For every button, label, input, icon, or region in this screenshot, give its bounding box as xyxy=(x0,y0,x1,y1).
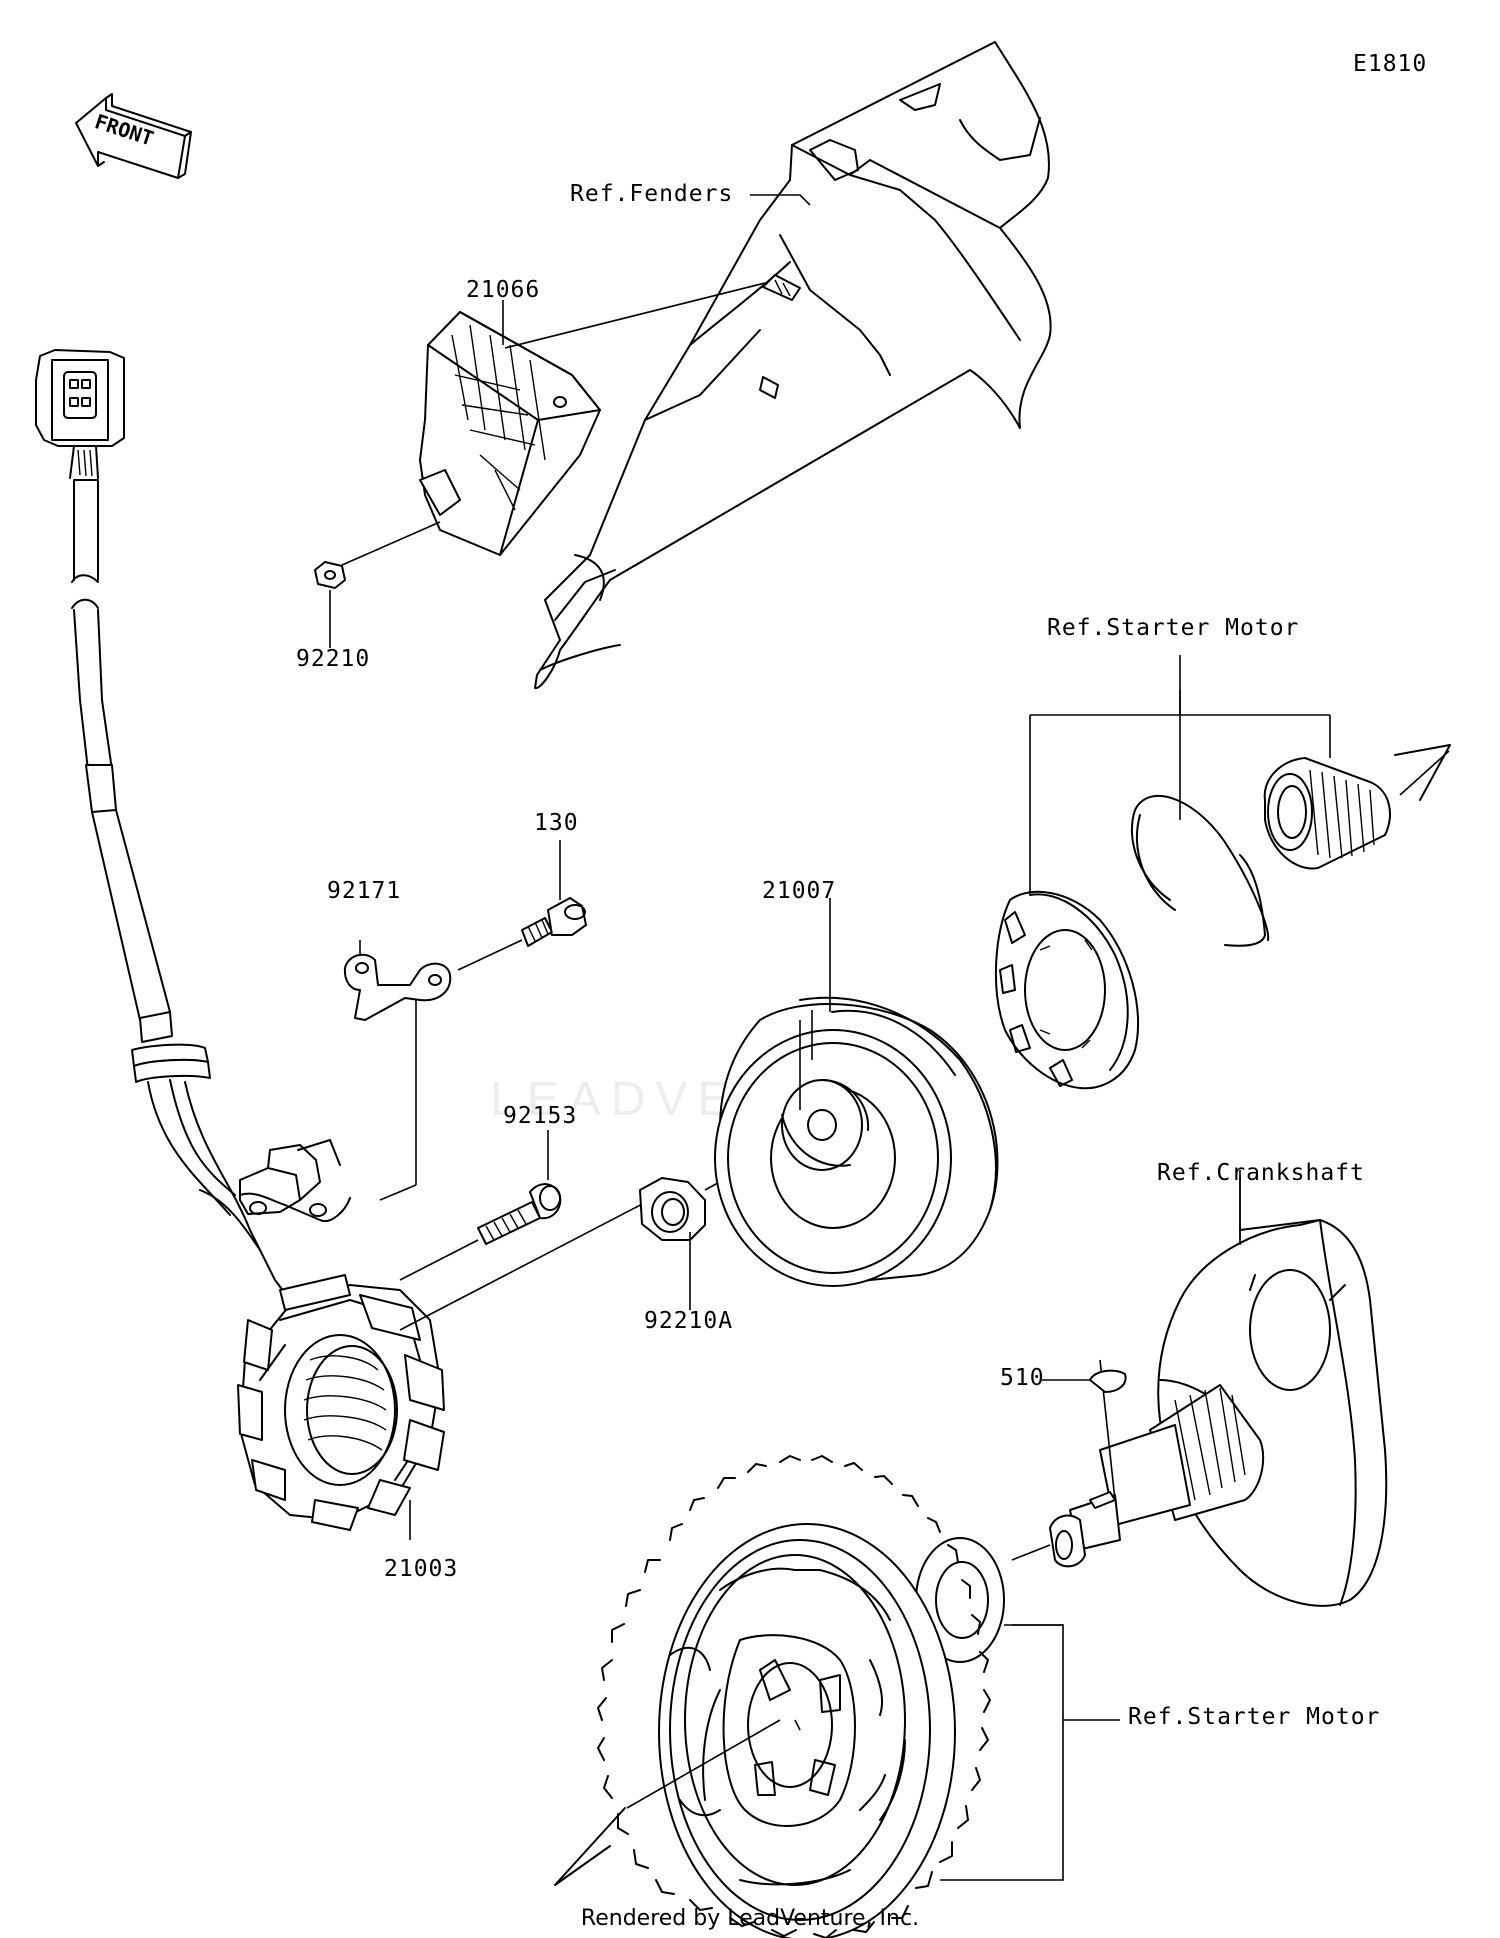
clamp-leader-2 xyxy=(379,1184,417,1201)
part-21003-label[interactable]: 21003 xyxy=(384,1556,459,1582)
circlip xyxy=(1130,690,1270,947)
footer-credit: Rendered by LeadVenture, Inc. xyxy=(580,1906,920,1931)
clamp-92171 xyxy=(343,939,523,1021)
starter-clutch xyxy=(994,715,1140,1090)
part-21007-label[interactable]: 21007 xyxy=(762,878,837,904)
stator-21003 xyxy=(237,1199,651,1540)
diagram-code: E1810 xyxy=(1353,51,1428,77)
starter-motor-bottom-bracket xyxy=(940,1624,1064,1881)
flywheel-21007 xyxy=(714,898,999,1287)
ref-starter-motor-bottom-label[interactable]: Ref.Starter Motor xyxy=(1128,1704,1381,1730)
needle-bearing xyxy=(1263,715,1451,870)
wire-harness xyxy=(35,349,351,1301)
regulator-rectifier-21066 xyxy=(314,274,801,648)
ref-starter-motor-top-label[interactable]: Ref.Starter Motor xyxy=(1047,615,1300,641)
part-21066-label[interactable]: 21066 xyxy=(466,277,541,303)
fenders-leader xyxy=(750,194,811,206)
part-92210-label[interactable]: 92210 xyxy=(296,646,371,672)
bolt-130 xyxy=(521,840,587,947)
key-510 xyxy=(1042,1369,1127,1393)
fender-ref-outline xyxy=(534,41,1052,690)
part-92153-label[interactable]: 92153 xyxy=(503,1103,578,1129)
front-arrow-icon: FRONT xyxy=(75,93,192,179)
bolt-92153 xyxy=(399,1130,562,1281)
ref-crankshaft-label[interactable]: Ref.Crankshaft xyxy=(1157,1160,1365,1186)
part-510-label[interactable]: 510 xyxy=(1000,1365,1045,1391)
starter-gear xyxy=(554,1455,991,1938)
crankshaft-ref xyxy=(1011,1170,1388,1607)
part-130-label[interactable]: 130 xyxy=(534,810,579,836)
ref-fenders-label[interactable]: Ref.Fenders xyxy=(570,181,734,207)
part-92210A-label[interactable]: 92210A xyxy=(644,1308,734,1334)
part-92171-label[interactable]: 92171 xyxy=(327,878,402,904)
